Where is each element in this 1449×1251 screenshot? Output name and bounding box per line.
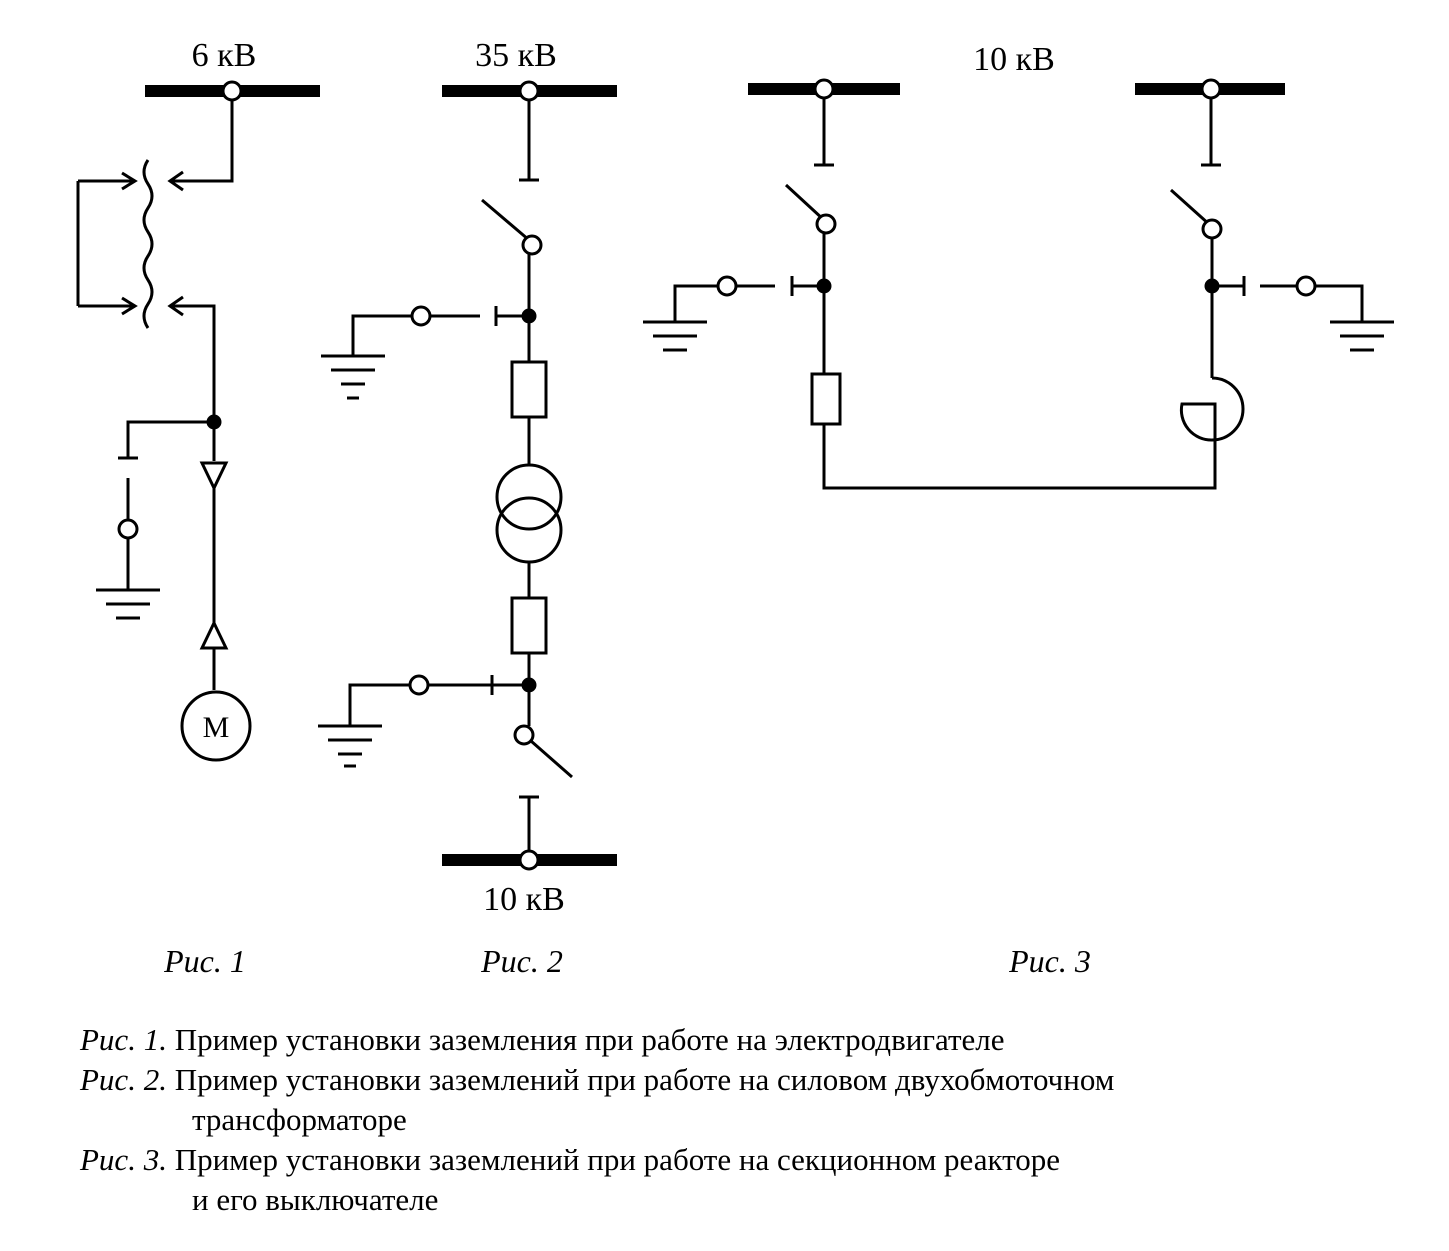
bus-connection-node [221, 80, 243, 102]
disconnector-node [521, 234, 543, 256]
wire [348, 683, 410, 726]
disconnector-blade [1169, 188, 1212, 227]
ground-icon [321, 354, 385, 400]
reactor-icon [1211, 376, 1245, 442]
breaker-rect [510, 596, 548, 655]
caption-text: Пример установки заземлений при работе н… [174, 1062, 1115, 1097]
caption-continuation: и его выключателе [192, 1182, 439, 1217]
caption-text: Пример установки заземления при работе н… [174, 1022, 1005, 1057]
grounding-knife-node [716, 275, 738, 297]
voltage-label-fig2-bottom-bus: 10 кВ [483, 881, 565, 918]
ground-icon [96, 588, 160, 620]
cable-end-icon [199, 461, 229, 492]
wire [126, 420, 214, 458]
figure-1-motor-circuit [76, 80, 320, 762]
bus-connection-node [1200, 78, 1222, 100]
disconnector-node [1201, 218, 1223, 240]
grounding-knife-node [1295, 275, 1317, 297]
disconnector-node [513, 724, 535, 746]
wire [1315, 284, 1364, 322]
cable-end-icon [199, 619, 229, 650]
voltage-label-fig1-bus: 6 кВ [192, 37, 257, 74]
plug-contact-icon [167, 170, 184, 192]
wire [673, 284, 718, 322]
figure-3-section-reactor-circuit [643, 78, 1394, 490]
figure-2-transformer-circuit [318, 80, 617, 871]
breaker-wavy-line [142, 159, 154, 329]
caption-continuation: трансформаторе [192, 1102, 407, 1137]
disconnector-blade [530, 739, 573, 779]
schematic-diagrams: 6 кВ 35 кВ 10 кВ 10 кВ М Рис. 1 Рис. 2 Р… [76, 37, 1394, 979]
caption-number: Рис. 3. [80, 1142, 167, 1177]
breaker-rect [810, 372, 842, 426]
caption-text: Пример установки заземлений при работе н… [174, 1142, 1061, 1177]
wire [822, 424, 1217, 490]
figure-label-1: Рис. 1 [163, 943, 246, 979]
reactor-icon [1179, 402, 1217, 442]
bus-connection-node [813, 78, 835, 100]
grounding-knife-node [410, 305, 432, 327]
grounding-knife-node [117, 518, 139, 540]
disconnector-node [815, 213, 837, 235]
bus-connection-node [518, 849, 540, 871]
caption-3: Рис. 3. Пример установки заземлений при … [80, 1140, 1420, 1220]
figure-label-2: Рис. 2 [480, 943, 563, 979]
caption-number: Рис. 2. [80, 1062, 167, 1097]
arrow-icon [121, 296, 138, 316]
caption-number: Рис. 1. [80, 1022, 167, 1057]
ground-icon [643, 320, 707, 352]
wire [170, 100, 234, 183]
grounding-knife-node [408, 674, 430, 696]
figure-label-3: Рис. 3 [1008, 943, 1091, 979]
disconnector-blade [784, 183, 826, 222]
wire [351, 314, 412, 356]
wire [170, 304, 216, 461]
voltage-label-fig2-top-bus: 35 кВ [475, 37, 557, 74]
voltage-label-fig3-bus: 10 кВ [973, 41, 1055, 78]
caption-1: Рис. 1. Пример установки заземления при … [80, 1020, 1420, 1060]
bus-connection-node [518, 80, 540, 102]
caption-2: Рис. 2. Пример установки заземлений при … [80, 1060, 1420, 1140]
arrow-icon [121, 171, 138, 191]
motor-label: М [203, 711, 230, 744]
disconnector-blade [481, 198, 530, 242]
figure-captions: Рис. 1. Пример установки заземления при … [80, 1020, 1420, 1220]
breaker-rect [510, 360, 548, 419]
transformer-winding-icon [495, 463, 563, 531]
motor-icon [180, 690, 252, 762]
ground-icon [1330, 320, 1394, 352]
ground-icon [318, 724, 382, 768]
